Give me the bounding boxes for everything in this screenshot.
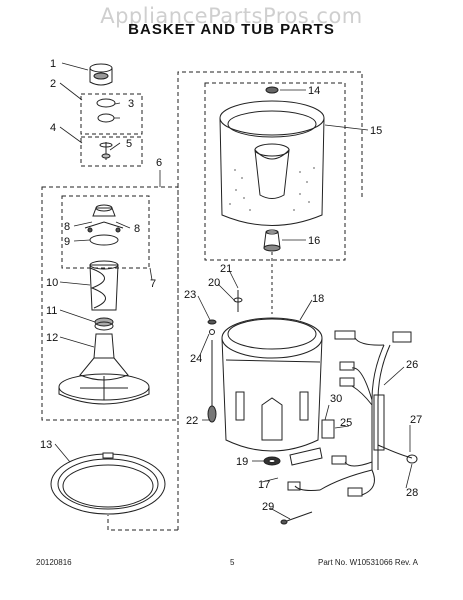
group-box-2-3 [80,93,143,135]
callout-24: 24 [190,353,202,365]
callout-26: 26 [406,359,418,371]
part-18-outer-tub [221,317,323,452]
part-19-seal [263,456,281,466]
callout-19: 19 [236,456,248,468]
callout-10: 10 [46,277,58,289]
callout-6: 6 [156,157,162,169]
callout-25: 25 [340,417,352,429]
footer-part-number: Part No. W10531066 Rev. A [318,558,418,567]
part-14-washer [265,86,279,94]
callout-16: 16 [308,235,320,247]
part-15-basket [219,100,325,226]
callout-30: 30 [330,393,342,405]
part-12-agitator-base [58,333,150,405]
part-3-rings [96,98,116,123]
part-29-screw [280,511,313,525]
callout-3: 3 [128,98,134,110]
callout-17: 17 [258,479,270,491]
callout-27: 27 [410,414,422,426]
callout-5: 5 [126,138,132,150]
part-5-bolt [99,142,113,160]
group-box-6 [41,186,179,421]
callout-29: 29 [262,501,274,513]
callout-23: 23 [184,289,196,301]
assembly-boundary [177,71,363,530]
callout-numbers: 1 2 3 4 5 6 7 8 8 9 10 11 12 13 14 15 16… [40,58,422,513]
group-boxes [41,71,363,531]
part-16-hub [263,229,281,252]
callout-18: 18 [312,293,324,305]
callout-20: 20 [208,277,220,289]
group-box-4-5 [80,136,143,167]
part-8-cam [84,204,124,246]
leader-lines [54,62,413,520]
watermark: AppliancePartsPros.com [100,4,363,28]
part-1-cap [89,63,113,86]
callout-9: 9 [64,236,70,248]
callout-1: 1 [50,58,56,70]
callout-7: 7 [150,278,156,290]
footer-page-number: 5 [230,558,235,567]
callout-11: 11 [46,305,57,317]
callout-14: 14 [308,85,320,97]
part-11-bearing [94,317,114,331]
callout-8-right: 8 [134,223,140,235]
callout-2: 2 [50,78,56,90]
part-22-rod [207,340,217,423]
part-13-tub-ring [50,452,166,515]
group-box-7 [61,195,150,269]
diagram-title: BASKET AND TUB PARTS [128,21,335,38]
callout-4: 4 [50,122,56,134]
assembly-boundary-bottom [107,515,178,531]
callout-12: 12 [46,332,58,344]
callout-21: 21 [220,263,232,275]
callout-28: 28 [406,487,418,499]
basket-perforations [229,167,315,211]
wiring-harness [287,330,418,497]
callout-15: 15 [370,125,382,137]
group-box-15 [204,82,346,261]
callout-13: 13 [40,439,52,451]
part-10-auger [89,260,119,311]
callout-8-left: 8 [64,221,70,233]
footer-date: 20120816 [36,558,72,567]
part-23-24-fasteners [207,290,243,335]
callout-22: 22 [186,415,198,427]
